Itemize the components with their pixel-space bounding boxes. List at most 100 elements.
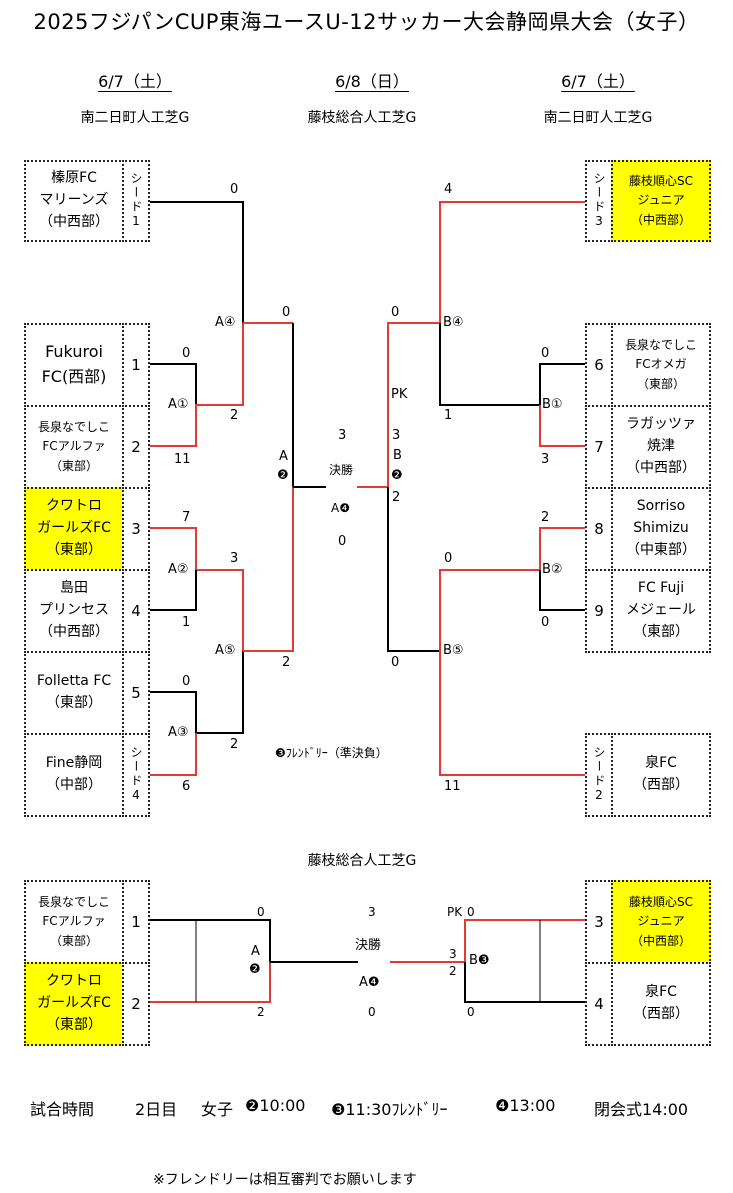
team-number-1: 1 <box>122 323 150 407</box>
final-score-left2: 0 <box>338 534 347 549</box>
match-b2: B② <box>542 562 563 577</box>
score-team9: 0 <box>541 615 550 630</box>
final-team-number-4: 4 <box>585 962 613 1046</box>
bottom-score-mid-bottom: 2 <box>449 964 457 978</box>
venue-bottom: 藤枝総合人工芝G <box>307 853 417 869</box>
bottom-match-b: B❸ <box>469 953 490 968</box>
score-seed4: 6 <box>182 779 191 794</box>
score-seed3: 4 <box>444 182 453 197</box>
team-number-2: 2 <box>122 405 150 489</box>
bottom-final-score-bottom: 0 <box>368 1005 376 1019</box>
team-5: Folletta FC（東部） <box>24 651 124 735</box>
final-team-right-bottom: 泉FC（西部） <box>611 962 711 1046</box>
date-left: 6/7（土） <box>98 72 172 91</box>
score-a5-out: 2 <box>282 655 291 670</box>
score-team8: 2 <box>541 510 550 525</box>
match-b5: B⑤ <box>443 643 464 658</box>
schedule-day: 2日目 <box>135 1100 178 1119</box>
bottom-match-a-no: ❷ <box>249 962 261 977</box>
page-title: 2025フジパンCUP東海ユースU-12サッカー大会静岡県大会（女子） <box>33 10 700 34</box>
score-team4: 1 <box>182 615 191 630</box>
match-b-semi-no: ❷ <box>391 468 403 483</box>
final-team-left-bottom: クワトロガールズFC（東部） <box>24 962 124 1046</box>
final-code: A❹ <box>331 501 350 515</box>
schedule-time-2: ❷10:00 <box>245 1096 306 1115</box>
footnote: ※フレンドリーは相互審判でお願いします <box>153 1172 417 1188</box>
date-right: 6/7（土） <box>561 72 635 91</box>
pk-label: PK <box>391 387 408 402</box>
venue-right: 南二日町人工芝G <box>543 110 653 126</box>
score-a2-out: 3 <box>230 551 239 566</box>
bottom-final-score-top: 3 <box>368 905 376 919</box>
score-a1-out: 2 <box>230 408 239 423</box>
match-a-semi-no: ❷ <box>277 468 289 483</box>
bottom-match-a: A <box>251 944 260 959</box>
team-number-3: 3 <box>122 487 150 571</box>
seed-label-2: シード2 <box>585 733 613 817</box>
schedule-category: 女子 <box>201 1100 234 1119</box>
match-a5: A⑤ <box>215 643 236 658</box>
final-score-right: 3 <box>392 428 401 443</box>
team-number-9: 9 <box>585 569 613 653</box>
score-team7: 3 <box>541 452 550 467</box>
score-team2: 11 <box>174 452 191 467</box>
team-number-5: 5 <box>122 651 150 735</box>
schedule-label: 試合時間 <box>30 1100 95 1119</box>
match-a1: A① <box>168 397 189 412</box>
seed-label-3: シード3 <box>585 160 613 242</box>
match-b-semi: B <box>393 448 402 463</box>
final-label: 決勝 <box>329 463 354 477</box>
score-b5-out: 0 <box>391 655 400 670</box>
team-number-6: 6 <box>585 323 613 407</box>
score-a4-out: 0 <box>282 305 291 320</box>
final-score-left: 3 <box>338 428 347 443</box>
score-b1-out: 1 <box>444 408 453 423</box>
match-b1: B① <box>542 397 563 412</box>
friendly-note: ❸ﾌﾚﾝﾄﾞﾘｰ（準決負） <box>275 746 388 760</box>
team-number-7: 7 <box>585 405 613 489</box>
score-b2-out: 0 <box>444 551 453 566</box>
schedule-closing: 閉会式14:00 <box>594 1100 689 1119</box>
score-b4-out: 0 <box>391 305 400 320</box>
team-seed2: 泉FC（西部） <box>611 733 711 817</box>
seed-label-1: シード1 <box>122 160 150 242</box>
seed-label-4: シード4 <box>122 733 150 817</box>
team-7: ラガッツァ焼津（中西部） <box>611 405 711 489</box>
score-seed1: 0 <box>230 182 239 197</box>
date-center: 6/8（日） <box>335 72 409 91</box>
venue-left: 南二日町人工芝G <box>80 110 190 126</box>
team-number-8: 8 <box>585 487 613 571</box>
score-team6: 0 <box>541 346 550 361</box>
match-a4: A④ <box>215 315 236 330</box>
schedule-time-3: ❸11:30ﾌﾚﾝﾄﾞﾘｰ <box>331 1100 448 1119</box>
match-a2: A② <box>168 562 189 577</box>
match-a3: A③ <box>168 725 189 740</box>
final-team-number-3: 3 <box>585 880 613 964</box>
score-team3: 7 <box>182 510 191 525</box>
final-team-number-1: 1 <box>122 880 150 964</box>
score-team1: 0 <box>182 346 191 361</box>
score-a3-out: 2 <box>230 737 239 752</box>
team-number-4: 4 <box>122 569 150 653</box>
bottom-score-rb: 0 <box>467 1005 475 1019</box>
match-b4: B④ <box>443 315 464 330</box>
bottom-final-code: A❹ <box>359 975 380 990</box>
bottom-final-label: 決勝 <box>355 938 382 953</box>
bottom-score-rt: 0 <box>467 905 475 919</box>
match-a-semi: A <box>279 449 288 464</box>
score-team5: 0 <box>182 674 191 689</box>
bottom-score-mid-top: 3 <box>449 947 457 961</box>
score-seed2: 11 <box>444 779 461 794</box>
bottom-pk-label: PK <box>447 905 463 919</box>
bottom-score-lt: 0 <box>257 905 265 919</box>
